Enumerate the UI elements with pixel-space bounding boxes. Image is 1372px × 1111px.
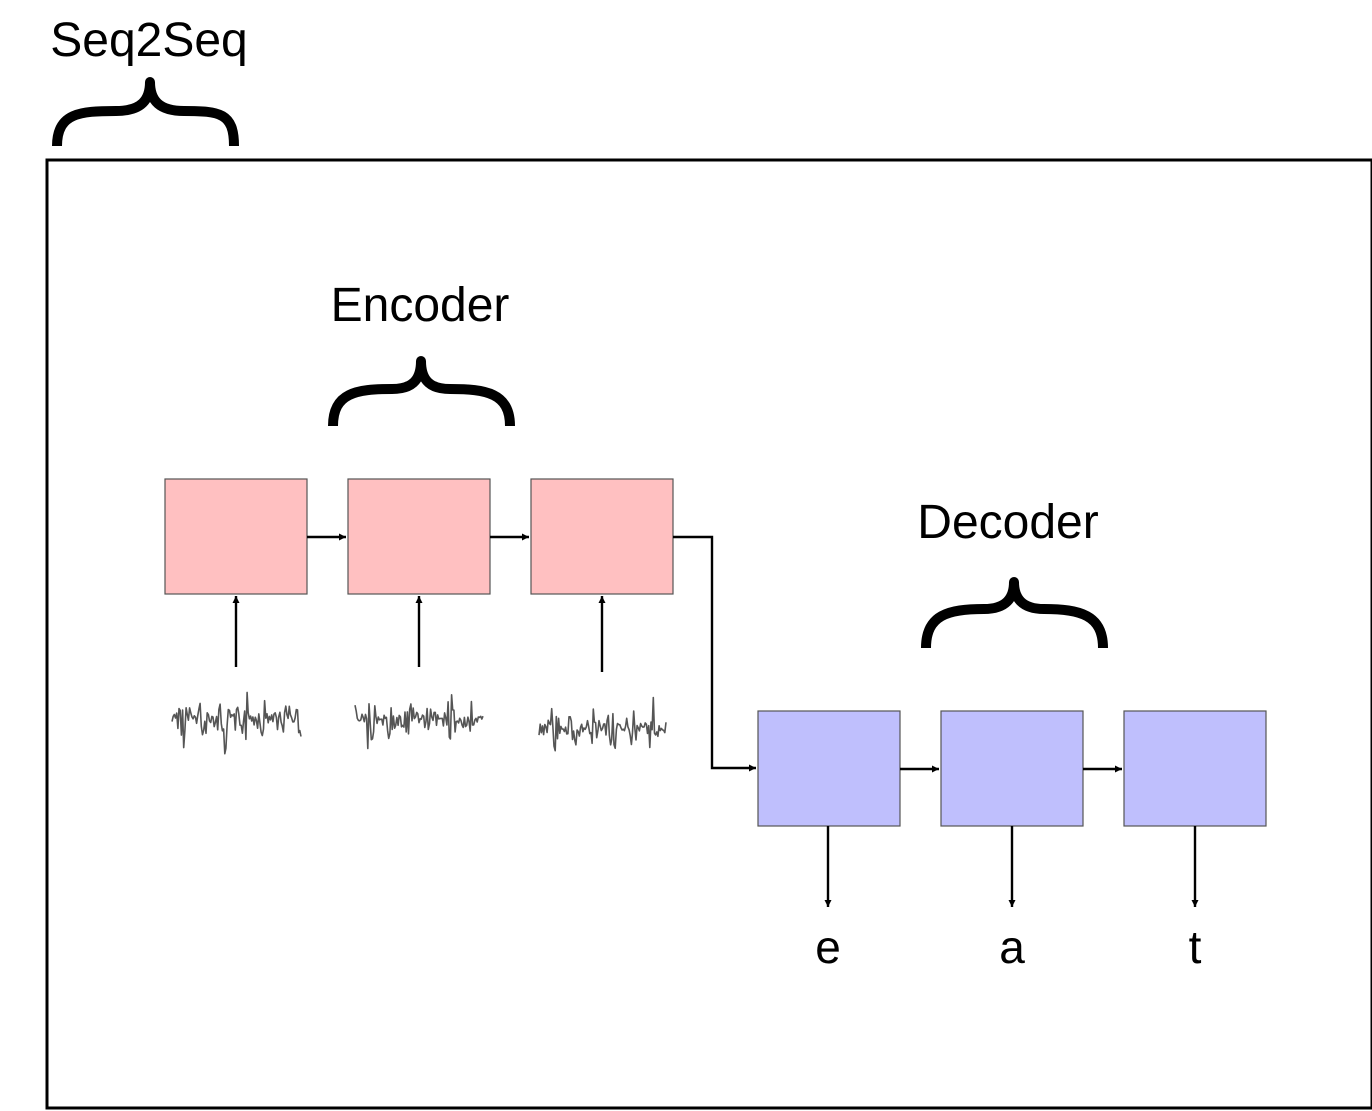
decoder-cell-3	[1123, 710, 1267, 827]
seq2seq-brace	[52, 77, 239, 147]
seq2seq-label: Seq2Seq	[50, 14, 248, 67]
decoder-label: Decoder	[917, 496, 1098, 549]
encoder-brace	[328, 356, 515, 427]
encoder-label: Encoder	[331, 279, 510, 332]
seq2seq-frame	[45, 158, 1372, 1110]
waveform-input-3	[538, 696, 667, 752]
output-token-1: e	[815, 921, 841, 973]
encoder-cell-3	[530, 478, 674, 595]
output-token-2: a	[999, 921, 1025, 973]
waveform-input-1	[171, 691, 302, 755]
decoder-brace	[921, 577, 1108, 649]
waveform-input-2	[354, 693, 484, 750]
context-connector-arrow	[673, 535, 756, 772]
encoder-cell-1	[164, 478, 308, 595]
output-token-3: t	[1189, 921, 1202, 973]
encoder-cell-2	[347, 478, 491, 595]
decoder-cell-2	[940, 710, 1084, 827]
decoder-cell-1	[757, 710, 901, 827]
